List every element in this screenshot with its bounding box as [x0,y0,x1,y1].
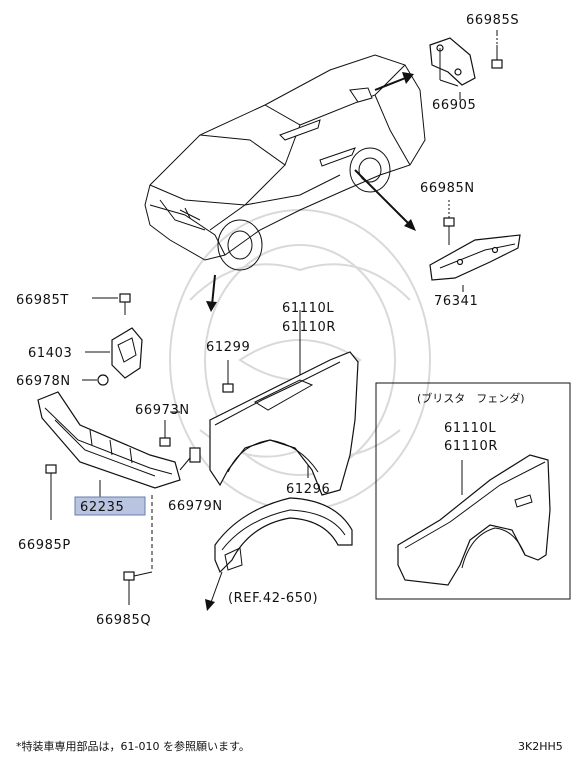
nut-66978N-icon [82,374,109,386]
label-66985S: 66985S [466,13,519,28]
bolt-66985S-icon [491,30,503,69]
label-66985P: 66985P [18,538,71,553]
bolt-66985T-icon [92,293,131,315]
pointer-arrows [206,72,416,312]
bolt-66985P-icon [45,464,57,520]
diagram-code: 3K2HH5 [518,740,563,753]
bolt-66985Q-icon [123,495,153,605]
label-61403: 61403 [28,346,72,361]
blister-label-61110L: 61110L [444,421,496,436]
label-62235: 62235 [80,500,124,515]
wheel-liner [205,497,353,611]
bolt-66985N-icon [443,200,455,245]
leader-lines [99,30,498,498]
label-66985Q: 66985Q [96,613,151,628]
label-61296: 61296 [286,482,330,497]
bracket-76341 [429,234,521,281]
label-66979N: 66979N [168,499,223,514]
bolt-66973N-icon [159,420,171,447]
label-ref-42-650: (REF.42-650) [228,591,318,606]
label-66978N: 66978N [16,374,71,389]
bracket-61403 [85,327,143,379]
bracket-66905 [429,37,476,87]
fender-61110-blister [397,454,551,586]
clip-66979N-icon [179,447,201,471]
label-66973N: 66973N [135,403,190,418]
fender-61110 [209,310,359,496]
label-76341: 76341 [434,294,478,309]
label-61110L: 61110L [282,301,334,316]
vehicle-illustration [144,54,426,271]
label-61299: 61299 [206,340,250,355]
label-66905: 66905 [432,98,476,113]
label-61110R: 61110R [282,320,336,335]
label-66985N: 66985N [420,181,475,196]
bolt-61299-icon [222,360,234,393]
blister-box-title: (ブリスタ フェンダ) [417,391,525,405]
blister-fender-box [375,382,571,600]
label-66985T: 66985T [16,293,69,308]
part-62235-cover [37,391,181,489]
footer-note: *特装車専用部品は，61-010 を参照願います。 [16,739,250,753]
highlight-62235 [74,496,146,516]
blister-label-61110R: 61110R [444,439,498,454]
